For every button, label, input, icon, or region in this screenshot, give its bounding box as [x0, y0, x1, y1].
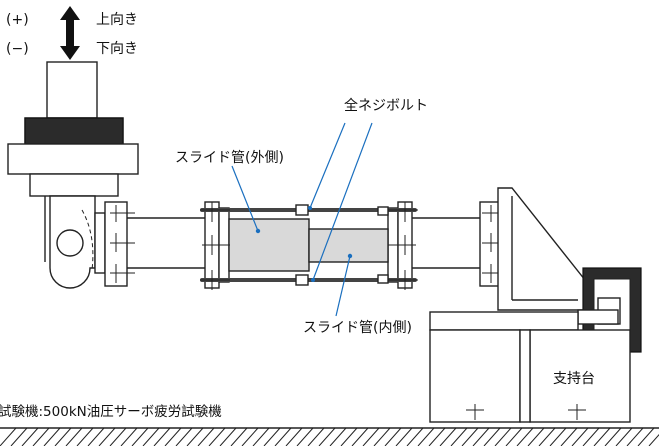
ground-hatch-line [494, 427, 512, 446]
ground-hatch-line [373, 427, 391, 446]
ground-hatch-line [109, 427, 127, 446]
threaded-bolt-label: 全ネジボルト [344, 97, 428, 114]
outer-slide-tube [228, 218, 310, 272]
ground-hatch-line [197, 427, 215, 446]
ground-hatch-line [527, 427, 545, 446]
ground-hatch-line [307, 427, 325, 446]
ground-hatch-line [153, 427, 171, 446]
ground-hatch-line [505, 427, 523, 446]
down-direction-label: 下向き [96, 41, 138, 57]
support-table: 支持台 [429, 311, 631, 423]
ground-hatch-line [549, 427, 567, 446]
connecting-rods [127, 217, 480, 269]
minus-sign: (−) [6, 41, 29, 57]
left-end-flange [94, 201, 135, 287]
ground-hatch-line [615, 427, 633, 446]
support-table-label: 支持台 [553, 371, 595, 387]
actuator-dark-band [24, 117, 124, 145]
ground-hatch-line [252, 427, 270, 446]
ground-floor [0, 427, 659, 446]
leader-lines [231, 122, 373, 317]
inner-tube-label: スライド管(内側) [303, 320, 412, 336]
ground-hatch-line [538, 427, 556, 446]
ground-hatch-line [450, 427, 468, 446]
direction-indicator: (+) (−) 上向き 下向き [6, 6, 138, 60]
ground-hatch-line [560, 427, 578, 446]
ground-hatch-line [120, 427, 138, 446]
ground-hatch-line [439, 427, 457, 446]
ground-hatch-line [516, 427, 534, 446]
support-table-right-block [529, 329, 631, 423]
ground-hatch-line [362, 427, 380, 446]
ground-hatch-line [329, 427, 347, 446]
ground-hatch-line [10, 427, 28, 446]
ground-hatch-line [142, 427, 160, 446]
ground-hatch-line [87, 427, 105, 446]
ground-hatch-line [164, 427, 182, 446]
actuator-flange [7, 143, 139, 175]
actuator-lower-block [29, 173, 119, 197]
actuator-rod [46, 61, 98, 119]
ground-hatch-line [406, 427, 424, 446]
ground-hatch-line [428, 427, 446, 446]
ground-hatch-line [340, 427, 358, 446]
ground-hatch-line [131, 427, 149, 446]
ground-hatch-line [637, 427, 655, 446]
ground-hatch-line [472, 427, 490, 446]
ground-hatch-line [285, 427, 303, 446]
ground-hatch-line [571, 427, 589, 446]
outer-tube-label: スライド管(外側) [175, 150, 284, 166]
support-table-top [429, 311, 579, 331]
ground-hatch-line [417, 427, 435, 446]
ground-hatch-line [76, 427, 94, 446]
ground-hatch-line [208, 427, 226, 446]
ground-hatch-line [230, 427, 248, 446]
ground-hatch-line [98, 427, 116, 446]
ground-hatch-line [296, 427, 314, 446]
ground-hatch-line [65, 427, 83, 446]
plus-sign: (+) [6, 12, 29, 28]
ground-hatch-line [263, 427, 281, 446]
ground-hatch-line [582, 427, 600, 446]
test-machine-label: 試験機:500kN油圧サーボ疲労試験機 [0, 403, 222, 420]
ground-hatch-line [461, 427, 479, 446]
ground-hatch-line [318, 427, 336, 446]
ground-hatch-line [351, 427, 369, 446]
ground-hatch-line [32, 427, 50, 446]
ground-hatch-line [648, 433, 659, 446]
ground-hatch-line [483, 427, 501, 446]
up-down-arrow-icon [60, 6, 80, 60]
actuator [7, 61, 139, 289]
ground-hatch-line [186, 427, 204, 446]
ground-hatch-line [593, 427, 611, 446]
ground-hatch-line [21, 427, 39, 446]
ground-hatch-line [384, 427, 402, 446]
ground-hatch-line [43, 427, 61, 446]
ground-hatch-line [0, 427, 17, 446]
clevis-pin-hole [56, 229, 84, 257]
ground-hatch-line [54, 427, 72, 446]
ground-hatch-line [241, 427, 259, 446]
ground-hatch-line [175, 427, 193, 446]
ground-hatch-line [626, 427, 644, 446]
up-direction-label: 上向き [96, 12, 138, 28]
ground-hatch-line [395, 427, 413, 446]
slide-tube-assembly [200, 201, 418, 290]
ground-hatch-line [274, 427, 292, 446]
ground-hatch-line [604, 427, 622, 446]
ground-hatch-line [219, 427, 237, 446]
